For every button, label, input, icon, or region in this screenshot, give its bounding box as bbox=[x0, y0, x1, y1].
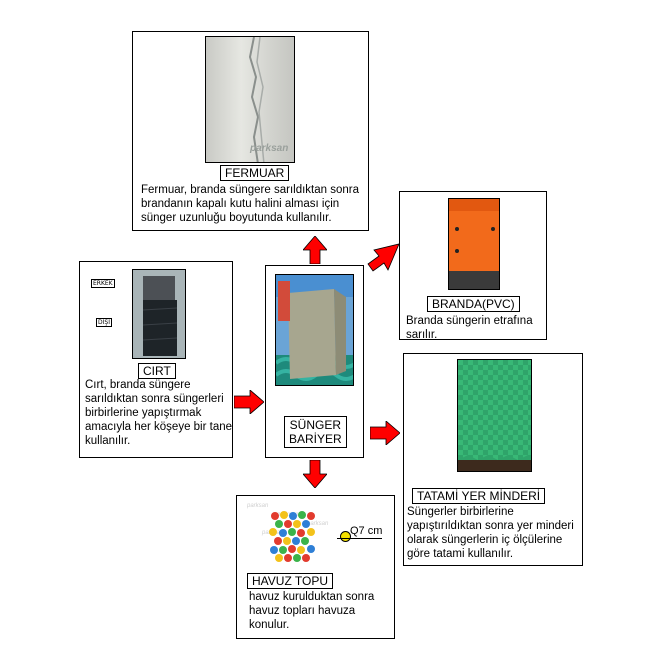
fermuar-node: parksan FERMUAR Fermuar, branda süngere … bbox=[132, 31, 369, 231]
cirt-description: Cırt, branda süngere sarıldıktan sonra s… bbox=[85, 379, 233, 447]
branda-photo bbox=[448, 198, 500, 290]
sunger-label: SÜNGER BARİYER bbox=[284, 416, 347, 448]
ball-size-indicator-icon bbox=[340, 531, 351, 542]
sunger-label-line1: SÜNGER bbox=[289, 418, 342, 432]
arrow-up-to-fermuar bbox=[303, 236, 327, 264]
fermuar-label: FERMUAR bbox=[220, 165, 290, 181]
sunger-label-line2: BARİYER bbox=[289, 432, 342, 446]
havuz-size-note: Q7 cm bbox=[337, 525, 383, 539]
cirt-label: CIRT bbox=[138, 363, 176, 379]
arrow-diag-to-branda bbox=[367, 243, 400, 272]
branda-description: Branda süngerin etrafına sarılır. bbox=[406, 315, 533, 341]
branda-label: BRANDA(PVC) bbox=[427, 296, 520, 312]
arrow-right-from-cirt bbox=[234, 390, 264, 414]
cirt-node: ERKEK DİŞİ CIRT Cırt, branda süngere sar… bbox=[79, 261, 233, 458]
tatami-description: Süngerler birbirlerine yapıştırıldıktan … bbox=[407, 506, 574, 560]
fermuar-description: Fermuar, branda süngere sarıldıktan sonr… bbox=[141, 184, 359, 224]
sunger-photo bbox=[275, 274, 354, 386]
sunger-bariyer-node: SÜNGER BARİYER bbox=[265, 265, 364, 458]
tatami-label: TATAMİ YER MİNDERİ bbox=[412, 488, 546, 504]
fermuar-watermark: parksan bbox=[250, 143, 289, 154]
cirt-photo bbox=[132, 269, 186, 359]
arrow-right-to-tatami bbox=[370, 421, 400, 445]
havuz-topu-node: parksan parksan parksan parksan Q7 cm HA… bbox=[236, 495, 395, 639]
tatami-node: TATAMİ YER MİNDERİ Süngerler birbirlerin… bbox=[403, 353, 583, 566]
havuz-label: HAVUZ TOPU bbox=[247, 573, 334, 589]
havuz-watermark-1: parksan bbox=[247, 503, 269, 509]
tatami-photo bbox=[457, 359, 532, 472]
branda-node: BRANDA(PVC) Branda süngerin etrafına sar… bbox=[399, 191, 547, 341]
havuz-watermark-3: parksan bbox=[307, 521, 329, 527]
havuz-photo bbox=[269, 511, 315, 562]
cirt-tag-bottom: DİŞİ bbox=[96, 318, 112, 327]
cirt-tag-top: ERKEK bbox=[91, 279, 115, 288]
fermuar-photo: parksan bbox=[205, 36, 295, 163]
havuz-description: havuz kurulduktan sonra havuz topları ha… bbox=[249, 591, 375, 631]
arrow-down-to-havuz bbox=[303, 460, 327, 488]
